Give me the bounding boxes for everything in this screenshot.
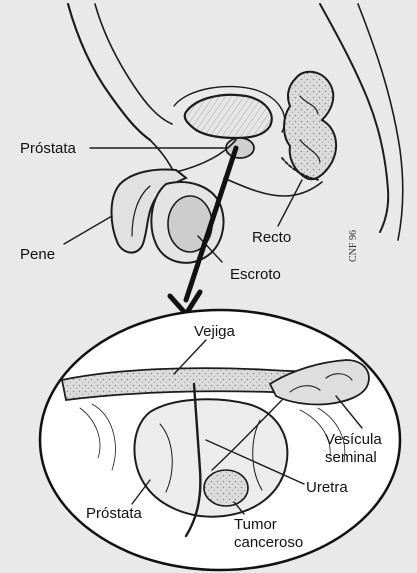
upper-sagittal-section: CNF 96 Próstata Pene Recto Escroto [20,4,403,283]
label-urethra: Uretra [306,479,348,496]
label-seminal-vesicle-line1: Vesícula [325,431,382,448]
magnified-view: Vejiga Vesícula seminal Uretra Próstata … [40,310,400,570]
bladder-shape [185,95,272,138]
label-prostate-magnified: Próstata [86,505,143,522]
artist-signature: CNF 96 [348,230,359,262]
label-tumor-line1: Tumor [234,516,277,533]
label-prostate-upper: Próstata [20,140,77,157]
perineum-line [224,178,322,196]
label-scrotum: Escroto [230,266,281,283]
rectum-shape [284,72,336,179]
prostate-upper-shape [226,138,254,158]
leader-penis [64,216,112,244]
abdominal-wall-outline [68,4,150,140]
label-tumor-line2: canceroso [234,534,303,551]
tumor-shape [204,470,248,506]
back-outline [358,4,403,240]
label-bladder: Vejiga [194,323,236,340]
label-penis: Pene [20,246,55,263]
abdominal-wall-inner [95,4,172,124]
label-rectum: Recto [252,229,291,246]
sacrum-outline [320,4,388,232]
label-seminal-vesicle-line2: seminal [325,449,377,466]
leader-rectum [278,180,302,226]
